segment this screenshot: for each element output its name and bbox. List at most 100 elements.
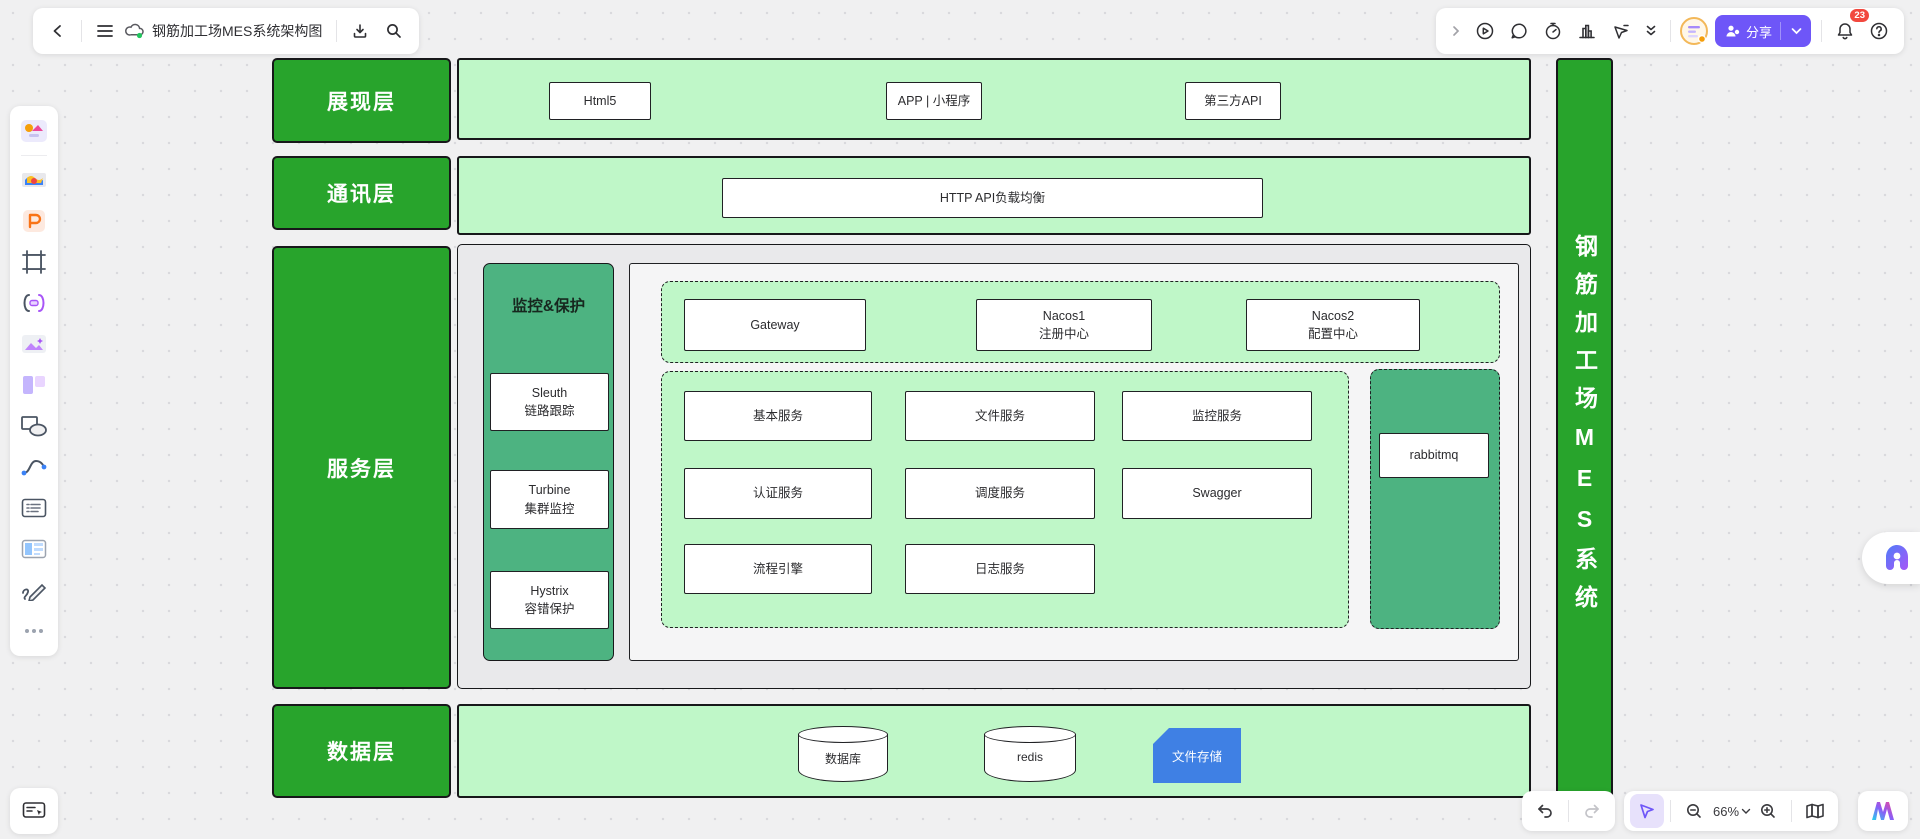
app-logo-button[interactable]	[1858, 791, 1908, 831]
divider	[1780, 22, 1781, 40]
shape-swagger[interactable]: Swagger	[1122, 468, 1312, 519]
monitor-protection-group[interactable]: 监控&保护 Sleuth 链路跟踪 Turbine 集群监控 Hystrix 容…	[483, 263, 614, 661]
layer-service[interactable]: 服务层	[272, 246, 451, 689]
download-button[interactable]	[343, 14, 377, 48]
connector-icon[interactable]	[16, 286, 52, 320]
notification-badge: 23	[1849, 8, 1870, 23]
shape-text: 集群监控	[524, 501, 575, 516]
templates-icon[interactable]	[16, 114, 52, 148]
shape-gateway[interactable]: Gateway	[684, 299, 866, 351]
shape-log-service[interactable]: 日志服务	[905, 544, 1095, 594]
image-icon[interactable]	[16, 327, 52, 361]
notifications-button[interactable]: 23	[1828, 8, 1870, 48]
draw-icon[interactable]	[16, 573, 52, 607]
services-group[interactable]: 基本服务 文件服务 监控服务 认证服务 调度服务 Swagger	[661, 371, 1349, 628]
shape-file-service[interactable]: 文件服务	[905, 391, 1095, 441]
share-label: 分享	[1745, 24, 1772, 40]
layer-presentation[interactable]: 展现层	[272, 58, 451, 143]
shape-auth-service[interactable]: 认证服务	[684, 468, 872, 519]
shape-http-api-lb[interactable]: HTTP API负载均衡	[722, 178, 1263, 218]
ai-assistant-button[interactable]	[1862, 532, 1920, 584]
layer-data[interactable]: 数据层	[272, 704, 451, 798]
system-title: 钢筋加工场MES系统	[1571, 233, 1598, 623]
frame-icon[interactable]	[16, 245, 52, 279]
assets-icon[interactable]	[16, 163, 52, 197]
more-icon[interactable]	[16, 614, 52, 648]
divider	[21, 155, 47, 156]
shape-text: 注册中心	[1038, 327, 1089, 341]
shape-text: 监控服务	[1191, 408, 1242, 423]
layout-icon[interactable]	[16, 368, 52, 402]
table-icon[interactable]	[16, 532, 52, 566]
present-button[interactable]	[1468, 14, 1502, 48]
shape-thirdparty-api[interactable]: 第三方API	[1185, 82, 1281, 120]
shape-turbine[interactable]: Turbine 集群监控	[490, 470, 609, 529]
back-button[interactable]	[41, 14, 75, 48]
presentation-panel[interactable]: Html5 APP | 小程序 第三方API	[457, 58, 1531, 140]
divider	[1568, 800, 1569, 822]
shape-rabbitmq[interactable]: rabbitmq	[1379, 433, 1489, 478]
shape-app-miniprogram[interactable]: APP | 小程序	[886, 82, 982, 120]
shape-text: 数据库	[824, 752, 861, 766]
menu-button[interactable]	[88, 14, 122, 48]
pointer-tool-button[interactable]	[1630, 794, 1664, 828]
laser-pointer-button[interactable]	[1604, 14, 1638, 48]
undo-button[interactable]	[1528, 794, 1562, 828]
communication-panel[interactable]: HTTP API负载均衡	[457, 156, 1531, 235]
zoom-toolbar: 66%	[1624, 791, 1839, 831]
minimap-button[interactable]	[1798, 794, 1832, 828]
timer-button[interactable]	[1536, 14, 1570, 48]
microservice-container[interactable]: Gateway Nacos1 注册中心 Nacos2 配置中心 基本服务	[629, 263, 1519, 661]
header-left-toolbar: 钢筋加工场MES系统架构图	[33, 8, 420, 54]
shapes-icon[interactable]	[16, 409, 52, 443]
shape-file-storage[interactable]: 文件存储	[1153, 728, 1241, 783]
cylinder-top	[798, 726, 888, 743]
header-right-toolbar: 分享 23	[1435, 8, 1904, 54]
expand-chevron-icon[interactable]	[1444, 14, 1468, 48]
collapse-toolbar-button[interactable]	[1638, 14, 1664, 48]
shape-text: 配置中心	[1307, 327, 1358, 341]
gateway-registry-group[interactable]: Gateway Nacos1 注册中心 Nacos2 配置中心	[661, 281, 1500, 363]
pen-curve-icon[interactable]	[16, 450, 52, 484]
shortcut-panel-button[interactable]	[10, 788, 58, 834]
shape-text: Sleuth	[531, 385, 568, 400]
shape-schedule-service[interactable]: 调度服务	[905, 468, 1095, 519]
shape-text: 认证服务	[752, 486, 803, 501]
shape-text: APP | 小程序	[897, 93, 971, 108]
mq-group[interactable]: rabbitmq	[1370, 369, 1500, 629]
zoom-dropdown-icon[interactable]	[1741, 808, 1751, 815]
shape-text: Nacos2	[1311, 308, 1355, 323]
shape-process-engine[interactable]: 流程引擎	[684, 544, 872, 594]
shape-sleuth[interactable]: Sleuth 链路跟踪	[490, 373, 609, 431]
search-button[interactable]	[377, 14, 411, 48]
zoom-level[interactable]: 66%	[1713, 803, 1740, 819]
zoom-in-button[interactable]	[1751, 794, 1785, 828]
list-icon[interactable]	[16, 491, 52, 525]
shape-redis-cylinder[interactable]: redis	[984, 726, 1076, 782]
service-panel[interactable]: 监控&保护 Sleuth 链路跟踪 Turbine 集群监控 Hystrix 容…	[457, 244, 1531, 689]
shape-database-cylinder[interactable]: 数据库	[798, 726, 888, 782]
ppt-icon[interactable]	[16, 204, 52, 238]
document-title[interactable]: 钢筋加工场MES系统架构图	[152, 23, 323, 39]
zoom-out-button[interactable]	[1677, 794, 1711, 828]
shape-text: Hystrix	[530, 583, 569, 598]
help-button[interactable]	[1862, 14, 1896, 48]
undo-redo-toolbar	[1522, 791, 1615, 831]
shape-basic-service[interactable]: 基本服务	[684, 391, 872, 441]
shape-hystrix[interactable]: Hystrix 容错保护	[490, 571, 609, 629]
shape-text: rabbitmq	[1409, 448, 1459, 463]
share-button[interactable]: 分享	[1714, 15, 1811, 47]
system-title-bar[interactable]: 钢筋加工场MES系统	[1556, 58, 1613, 798]
shape-monitor-service[interactable]: 监控服务	[1122, 391, 1312, 441]
shape-nacos2[interactable]: Nacos2 配置中心	[1246, 299, 1420, 351]
template-avatar[interactable]	[1677, 14, 1711, 48]
data-panel[interactable]: 数据库 redis 文件存储	[457, 704, 1531, 798]
shape-nacos1[interactable]: Nacos1 注册中心	[976, 299, 1152, 351]
comment-button[interactable]	[1502, 14, 1536, 48]
layer-communication[interactable]: 通讯层	[272, 156, 451, 230]
shape-html5[interactable]: Html5	[549, 82, 651, 120]
share-dropdown[interactable]	[1781, 15, 1811, 47]
redo-button[interactable]	[1575, 794, 1609, 828]
poll-chart-button[interactable]	[1570, 14, 1604, 48]
